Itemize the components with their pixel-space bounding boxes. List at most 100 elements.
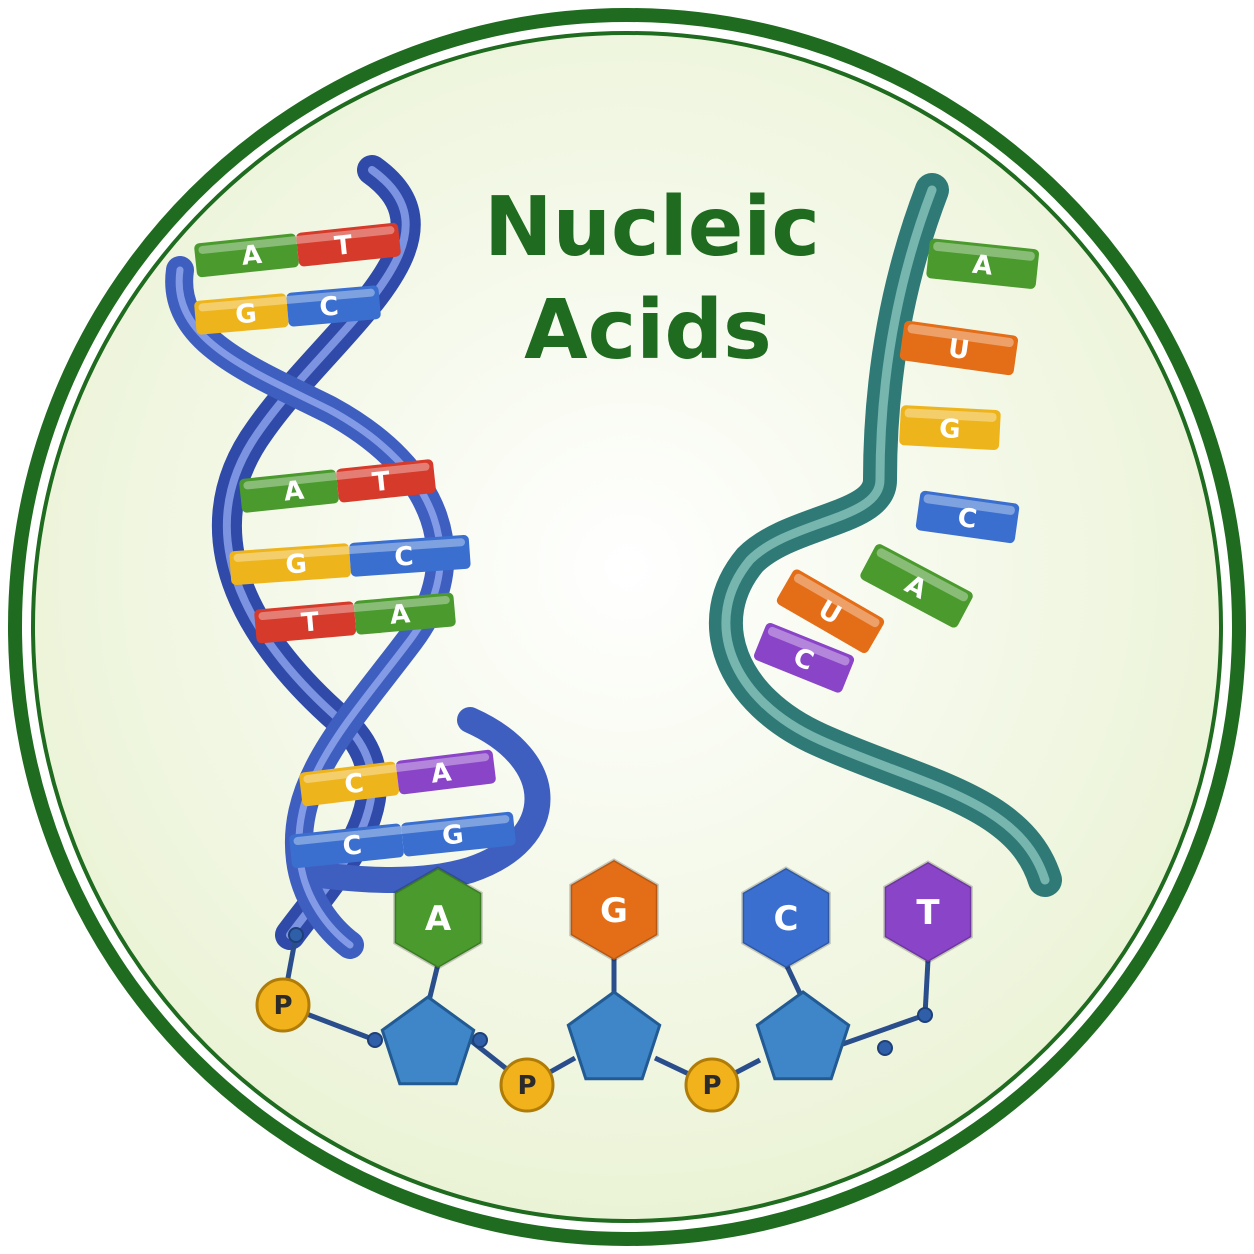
title-line-1: Nucleic [484, 180, 820, 275]
dna-base-right-letter: A [389, 599, 412, 631]
rna-base-shine [793, 573, 880, 628]
rna-base-letter: A [971, 250, 994, 282]
rna-base-letter: C [956, 503, 979, 535]
dna-base-right-letter: T [333, 230, 354, 262]
chain-base-shape [569, 858, 659, 962]
phosphate-shape [684, 1057, 740, 1113]
rna-base: U [776, 569, 885, 653]
rna-base-shine [767, 626, 850, 666]
chain-phosphates: P P P [255, 977, 740, 1113]
rna-base-block [926, 238, 1039, 289]
dna-pair-shine [233, 538, 466, 562]
phosphate-shape [255, 977, 311, 1033]
rna-base: G [899, 405, 1001, 450]
dna-pair-shine [198, 226, 395, 254]
chain-bond [839, 1012, 926, 1048]
phosphate-circle: P [255, 977, 311, 1033]
dna-pair-shine [303, 753, 490, 783]
phosphate-letter: P [702, 1071, 721, 1101]
dna-base-right [353, 592, 456, 635]
nucleotide-chain: A G C T P P P [255, 858, 973, 1113]
dna-base-left-letter: C [343, 768, 366, 800]
dna-base-right-letter: C [393, 542, 414, 573]
dna-base-right [349, 535, 471, 577]
dna-pair-shine [243, 462, 430, 490]
dna-base-left-letter: C [341, 830, 363, 862]
sugar-pentagon [380, 995, 476, 1086]
chain-sugars [380, 990, 851, 1086]
chain-bond-node [472, 1032, 488, 1048]
dna-pair-shine [258, 596, 450, 621]
title-line-2: Acids [524, 283, 772, 378]
phosphate-circle: P [684, 1057, 740, 1113]
chain-base-shape [393, 866, 483, 970]
rna-base-shine [923, 494, 1015, 515]
rna-base: A [926, 238, 1039, 289]
chain-base-shape [741, 866, 831, 970]
rna-base-shine [933, 241, 1035, 261]
dna-base-left [289, 823, 404, 869]
chain-bond-node [367, 1032, 383, 1048]
dna-base-right-letter: G [441, 820, 465, 852]
dna-base-right-letter: A [429, 758, 453, 790]
chain-base-letter: C [774, 899, 799, 939]
dna-base-left-letter: T [300, 607, 321, 638]
phosphate-letter: P [273, 991, 292, 1021]
dna-base-right [336, 459, 436, 503]
chain-base-hexagon: T [883, 860, 973, 964]
phosphate-shape [499, 1057, 555, 1113]
dna-base-left [229, 543, 351, 585]
rna-base-block [915, 490, 1020, 544]
dna-base-right-letter: T [371, 467, 392, 499]
dna-base-left-letter: G [234, 299, 258, 331]
chain-base-shape [883, 860, 973, 964]
chain-base-letter: A [425, 899, 452, 939]
dna-base-right [396, 749, 496, 795]
rna-backbone-highlight [721, 185, 1050, 885]
rna-base-block [754, 622, 855, 693]
rna-base-block [899, 405, 1001, 450]
rna-base-block [899, 320, 1019, 376]
sugar-pentagon [566, 990, 662, 1081]
dna-base-right [286, 285, 381, 327]
rna-base-block [860, 544, 973, 628]
dna-base-right [401, 811, 516, 857]
rna-base: C [754, 622, 855, 693]
phosphate-letter: P [517, 1071, 536, 1101]
dna-base-left-letter: A [240, 240, 263, 272]
dna-pair-shine [293, 815, 510, 845]
dna-base-left [194, 233, 299, 278]
rna-base-letter: G [938, 414, 961, 445]
chain-bond [922, 959, 931, 1016]
dna-base-right [296, 222, 401, 267]
rna-base-letter: U [946, 334, 971, 367]
chain-base-hexagon: G [569, 858, 659, 962]
dna-base-left [194, 293, 289, 335]
rna-base-shine [904, 408, 997, 422]
chain-bond-node [288, 927, 304, 943]
dna-base-right-letter: C [318, 292, 340, 324]
rna-base: U [899, 320, 1019, 376]
rna-base: A [860, 544, 973, 628]
phosphate-circle: P [499, 1057, 555, 1113]
dna-base-left [254, 601, 357, 644]
chain-bond-node [917, 1007, 933, 1023]
dna-base-left-letter: A [282, 476, 305, 508]
chain-bond-node [877, 1040, 893, 1056]
dna-backbone-strand-3 [307, 707, 551, 893]
rna-base-shine [907, 324, 1014, 348]
chain-base-letter: G [600, 891, 628, 931]
